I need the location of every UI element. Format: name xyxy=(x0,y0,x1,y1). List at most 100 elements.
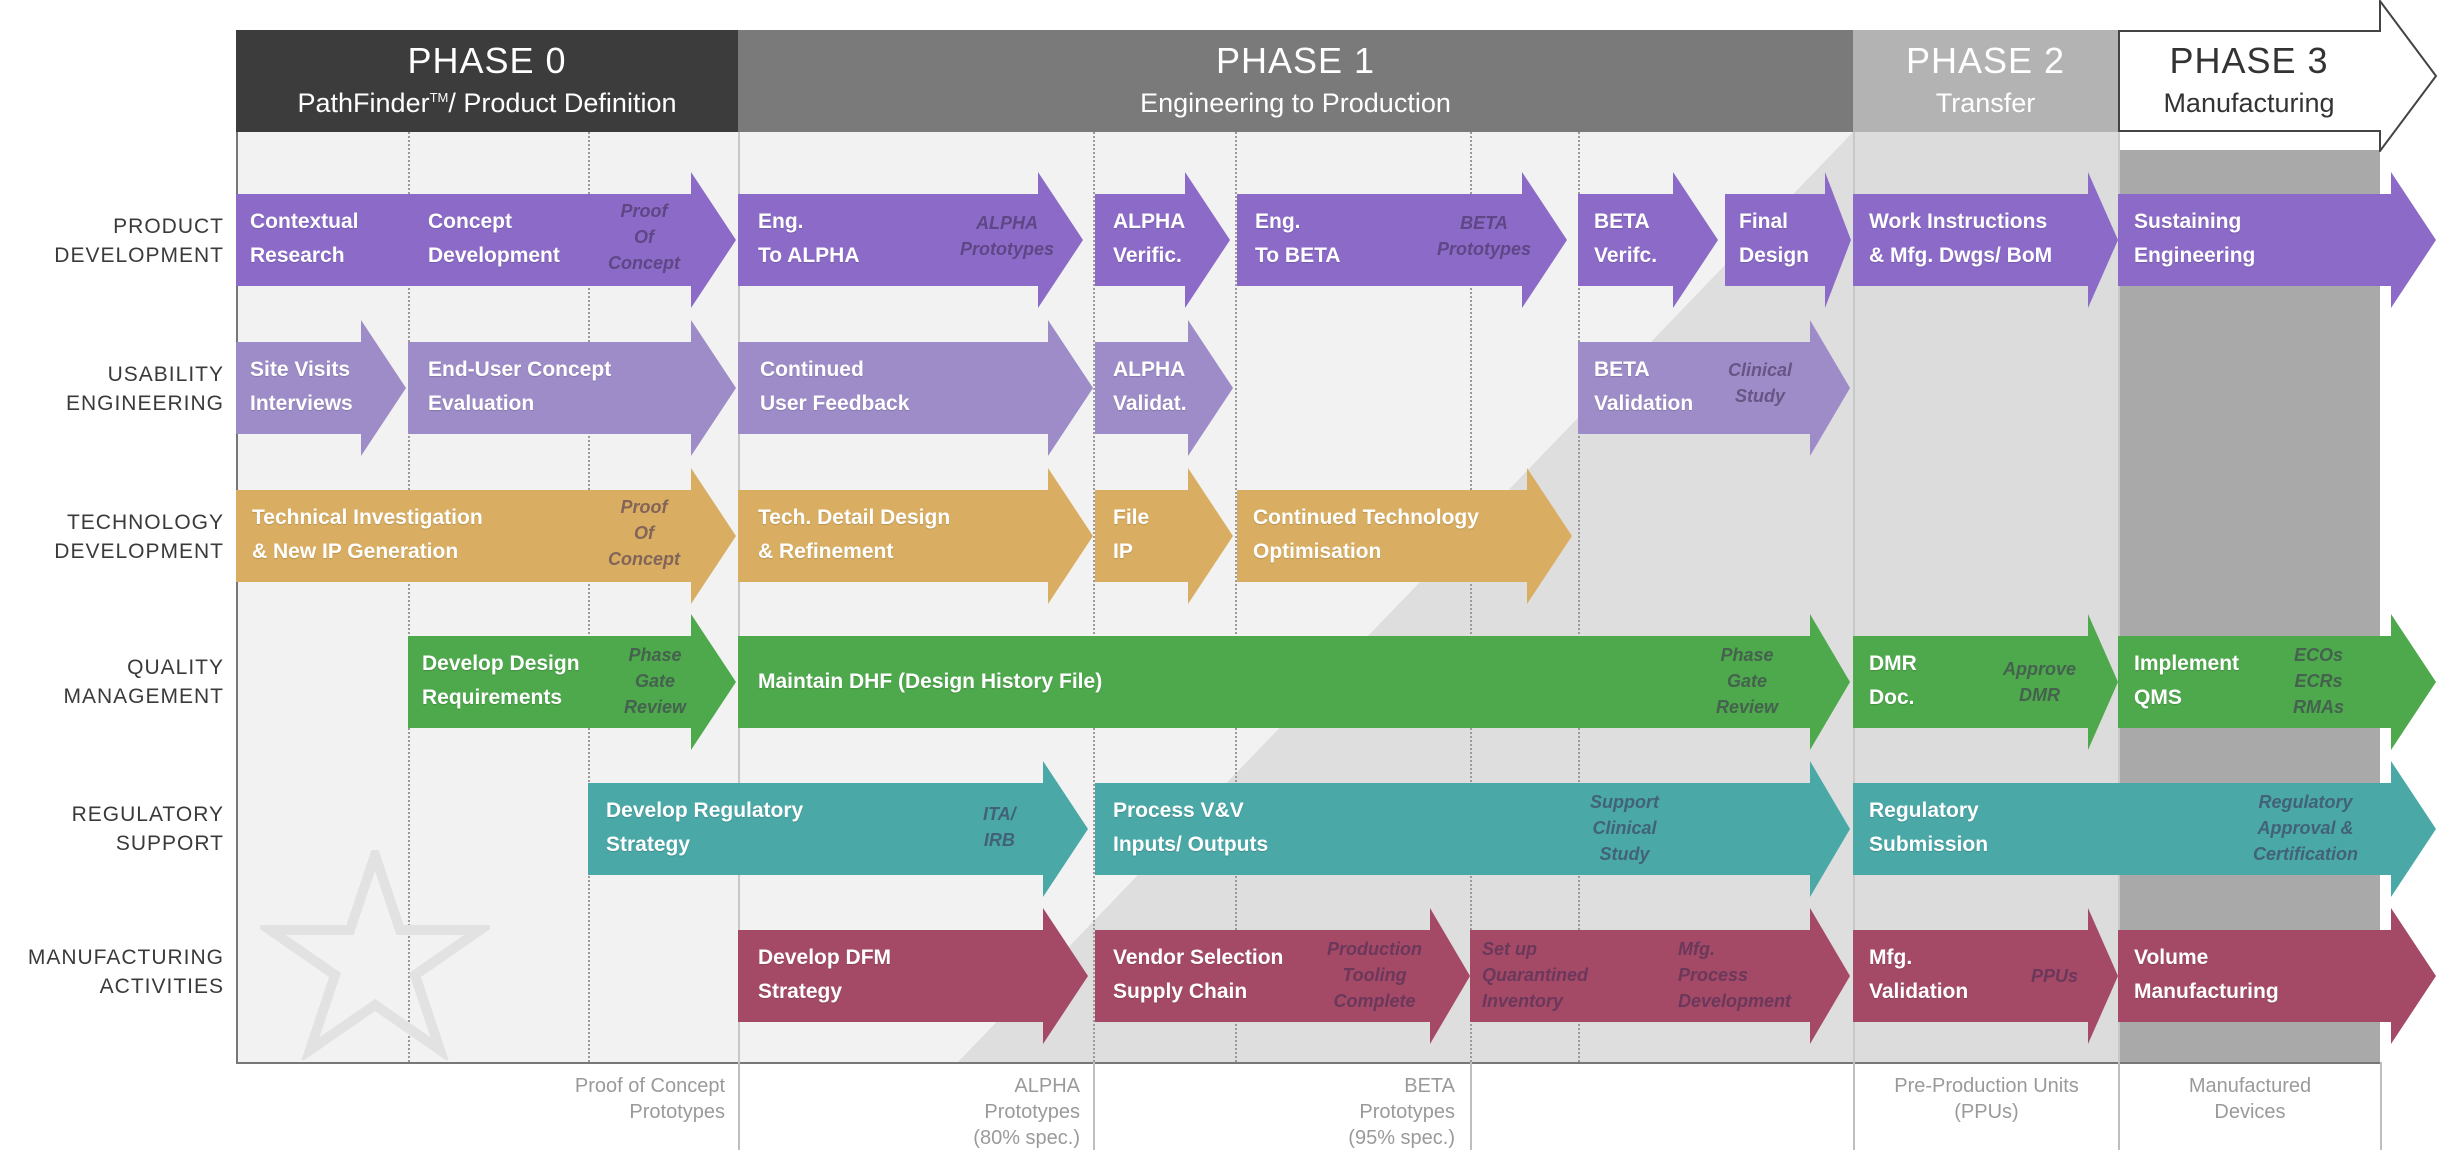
arrow-body xyxy=(1237,194,1522,286)
note-line: Clinical xyxy=(1728,360,1793,380)
label-line: Inputs/ Outputs xyxy=(1113,833,1269,856)
note-line: Of xyxy=(634,523,654,543)
row-label-line: ENGINEERING xyxy=(65,392,224,415)
arrow-body xyxy=(1095,783,1810,875)
note-line: Review xyxy=(624,697,687,717)
label-line: Validation xyxy=(1869,980,1969,1003)
arrow-tech-detail-design: Tech. Detail Design& Refinement xyxy=(738,468,1093,604)
note-line: ECOs xyxy=(2293,645,2344,665)
note-line: Of xyxy=(634,227,654,247)
arrow-body xyxy=(738,342,1048,434)
footer-divider xyxy=(1093,1062,1095,1150)
milestone-line: (80% spec.) xyxy=(973,1127,1080,1149)
arrow-body xyxy=(236,342,361,434)
arrow-body xyxy=(588,783,1043,875)
footer-divider xyxy=(1853,1062,1855,1150)
phase2-background xyxy=(1853,132,2118,1062)
arrow-body xyxy=(738,490,1048,582)
note-line: Inventory xyxy=(1482,991,1564,1011)
milestone-line: Prototypes xyxy=(984,1101,1080,1123)
milestone-line: Pre-Production Units xyxy=(1894,1075,2079,1097)
note-line: Review xyxy=(1716,697,1779,717)
label-line: Engineering xyxy=(2134,244,2256,267)
label-line: IP xyxy=(1113,540,1133,563)
row-label-line: TECHNOLOGY xyxy=(66,511,224,534)
milestone-line: (PPUs) xyxy=(1954,1101,2019,1123)
label-line: Process V&V xyxy=(1113,799,1244,822)
arrow-body xyxy=(2118,930,2391,1022)
label-line: Volume xyxy=(2134,946,2209,969)
label-line: Design xyxy=(1739,244,1810,267)
milestone-line: BETA xyxy=(1404,1075,1455,1097)
phase-3-subtitle: Manufacturing xyxy=(2163,88,2335,118)
note-line: Study xyxy=(1735,386,1786,406)
note-line: PPUs xyxy=(2031,966,2079,986)
label-line: Mfg. xyxy=(1869,946,1913,969)
label-line: Interviews xyxy=(250,392,353,415)
arrow-body xyxy=(738,930,1043,1022)
label-line: Evaluation xyxy=(428,392,535,415)
note-line: ALPHA xyxy=(976,213,1039,233)
arrow-body xyxy=(408,636,691,728)
row-label-regulatory-support: REGULATORY SUPPORT xyxy=(0,800,224,858)
label-line: ALPHA xyxy=(1113,358,1186,381)
note-line: Concept xyxy=(608,253,680,273)
note-line: Process xyxy=(1678,965,1749,985)
label-line: BETA xyxy=(1594,210,1650,233)
footer-divider xyxy=(1470,1062,1472,1150)
note-line: Set up xyxy=(1482,939,1538,959)
grid-line xyxy=(1578,132,1580,1062)
note-line: Support xyxy=(1590,792,1659,812)
label-line: Continued xyxy=(760,358,864,381)
phase0-background xyxy=(236,132,740,1062)
row-label-line: PRODUCT xyxy=(113,215,224,238)
label-line: User Feedback xyxy=(760,392,910,415)
grid-line xyxy=(1470,132,1472,1062)
arrow-body xyxy=(738,636,1810,728)
label-line: Verific. xyxy=(1113,244,1182,267)
note-line: BETA xyxy=(1460,213,1508,233)
row-label-line: ACTIVITIES xyxy=(99,975,224,998)
label-line: Work Instructions xyxy=(1869,210,2048,233)
note-line: Phase xyxy=(628,645,682,665)
label-line: Final xyxy=(1739,210,1789,233)
label-line: Technical Investigation xyxy=(252,506,483,529)
label-line: Strategy xyxy=(758,980,843,1003)
note-line: Clinical xyxy=(1592,818,1657,838)
label-line: File xyxy=(1113,506,1150,529)
label-line: Doc. xyxy=(1869,686,1915,709)
note-line: Quarantined xyxy=(1482,965,1589,985)
arrow-head xyxy=(2391,614,2436,750)
milestone-line: Prototypes xyxy=(629,1101,725,1123)
label-line: Submission xyxy=(1869,833,1989,856)
row-label-line: SUPPORT xyxy=(115,832,224,855)
note-line: Development xyxy=(1678,991,1792,1011)
label-line: Eng. xyxy=(758,210,804,233)
label-line: BETA xyxy=(1594,358,1650,381)
note-line: Gate xyxy=(635,671,676,691)
row-label-line: REGULATORY xyxy=(71,803,224,826)
